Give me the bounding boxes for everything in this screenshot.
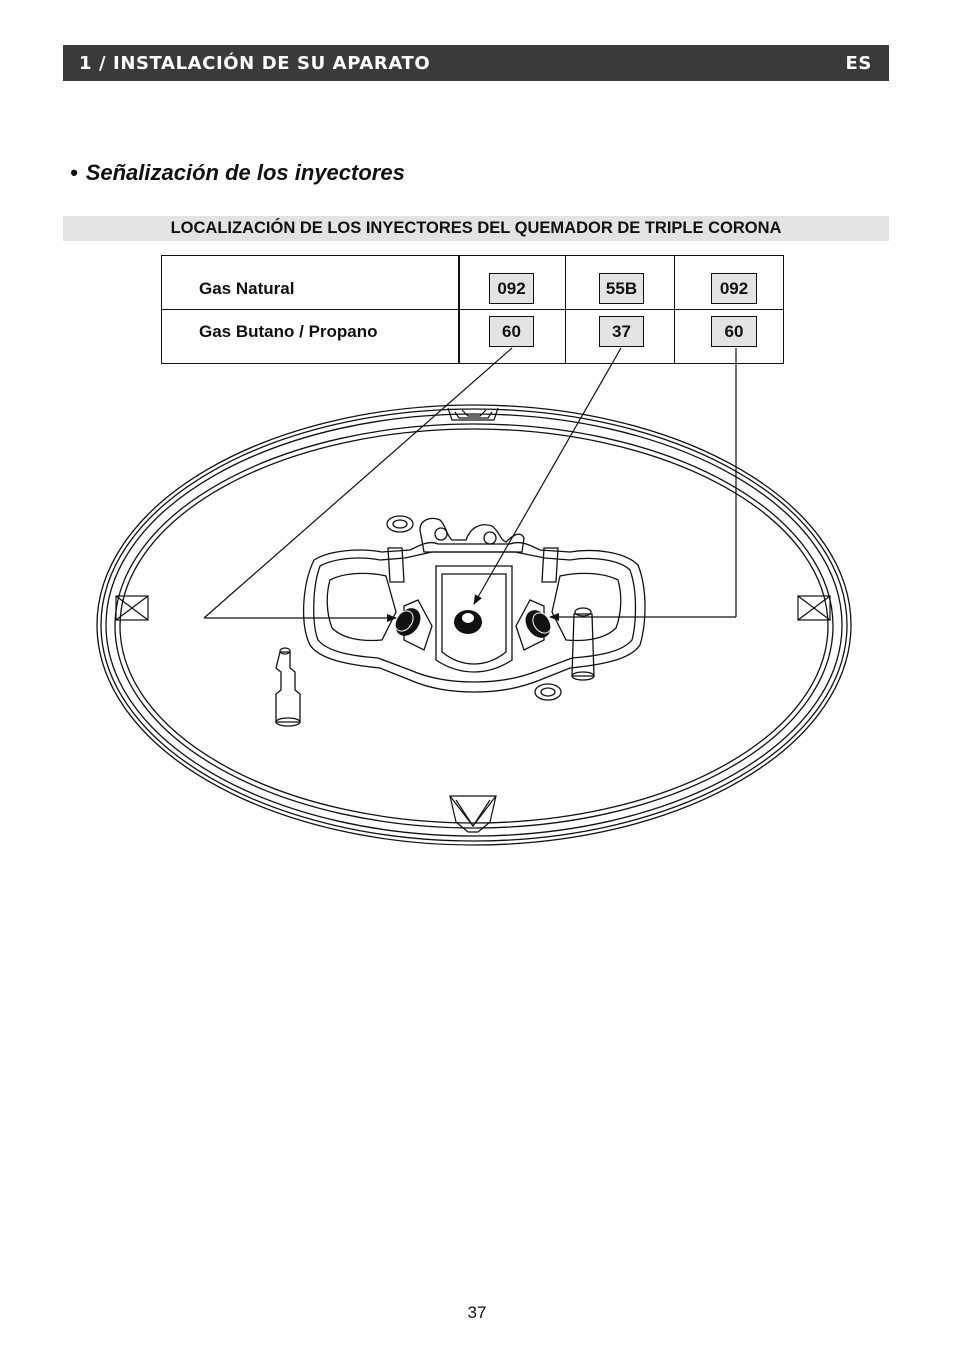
injector-left (394, 608, 421, 636)
table-divider (674, 256, 675, 363)
rim-notch-bottom (449, 795, 497, 833)
table-caption: LOCALIZACIÓN DE LOS INYECTORES DEL QUEMA… (63, 216, 889, 241)
section-heading: • Señalización de los inyectores (70, 160, 405, 186)
page-header: 1 / INSTALACIÓN DE SU APARATO ES (63, 45, 889, 81)
leader-lines (203, 347, 737, 622)
table-divider (565, 256, 566, 363)
injector-code-box: 60 (711, 316, 757, 347)
gas-type-label: Gas Butano / Propano (199, 322, 378, 341)
table-row-butane-propane: Gas Butano / Propano (162, 310, 783, 364)
injector-center (454, 610, 482, 634)
language-code: ES (845, 52, 872, 74)
rim-notch-right (797, 595, 831, 621)
injector-right (525, 610, 552, 638)
injector-table: Gas Natural Gas Butano / Propano 092 55B… (161, 255, 784, 364)
ignition-pin (275, 647, 301, 727)
thermocouple-pin (571, 607, 595, 681)
injector-code-box: 092 (489, 273, 534, 304)
header-title: 1 / INSTALACIÓN DE SU APARATO (79, 52, 431, 74)
table-row-natural-gas: Gas Natural (162, 256, 783, 310)
injector-code-box: 55B (599, 273, 644, 304)
bullet: • (70, 160, 78, 185)
injector-code-box: 37 (599, 316, 644, 347)
rim-notch-left (115, 595, 149, 621)
burner-plate-outline (96, 404, 852, 846)
table-divider (458, 256, 460, 363)
page-number: 37 (467, 1303, 487, 1322)
gas-type-label: Gas Natural (199, 279, 295, 298)
section-heading-text: Señalización de los inyectores (85, 160, 405, 185)
rim-notch-top (447, 407, 499, 421)
injector-code-box: 092 (711, 273, 757, 304)
injector-code-box: 60 (489, 316, 534, 347)
